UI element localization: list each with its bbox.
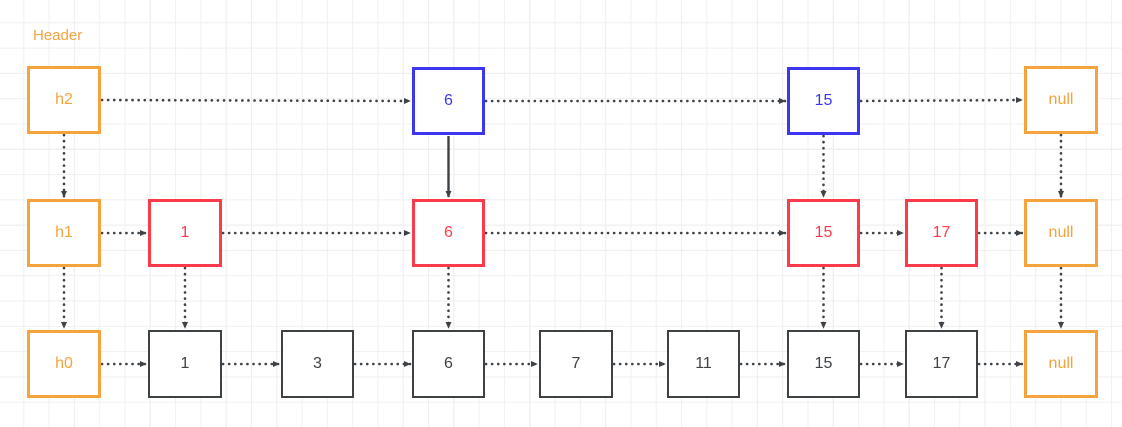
node-label: 7 (571, 355, 581, 372)
node-label: 6 (444, 355, 453, 372)
node-h0[interactable]: h0 (27, 330, 101, 398)
node-l0-6[interactable]: 6 (412, 330, 485, 398)
node-label: 15 (814, 92, 833, 109)
node-l0-17[interactable]: 17 (905, 330, 978, 398)
node-l1-17[interactable]: 17 (905, 199, 978, 267)
edge-l2-15-to-l2-null (859, 96, 1024, 104)
node-l1-null[interactable]: null (1024, 199, 1098, 267)
node-label: 11 (695, 355, 712, 372)
node-label: 3 (313, 355, 322, 372)
node-h2[interactable]: h2 (27, 66, 101, 134)
node-label: 17 (932, 224, 951, 241)
node-l1-15[interactable]: 15 (787, 199, 860, 267)
node-label: 6 (444, 92, 453, 109)
node-l1-6[interactable]: 6 (412, 199, 485, 267)
node-label: 1 (180, 224, 190, 241)
node-label: h1 (55, 224, 73, 241)
node-label: 15 (814, 224, 833, 241)
node-label: null (1048, 355, 1074, 372)
node-label: 17 (932, 355, 951, 372)
node-label: null (1048, 91, 1074, 108)
node-l0-1[interactable]: 1 (148, 330, 222, 398)
node-l0-11[interactable]: 11 (667, 330, 740, 398)
node-h1[interactable]: h1 (27, 199, 101, 267)
node-l0-15[interactable]: 15 (787, 330, 860, 398)
node-l0-null[interactable]: null (1024, 330, 1098, 398)
node-l2-15[interactable]: 15 (787, 67, 860, 135)
node-label: 6 (444, 224, 453, 241)
node-l2-null[interactable]: null (1024, 66, 1098, 134)
node-label: h0 (55, 355, 73, 372)
node-l0-3[interactable]: 3 (281, 330, 354, 398)
node-label: null (1048, 224, 1074, 241)
node-l0-7[interactable]: 7 (539, 330, 613, 398)
header-label: Header (33, 27, 83, 44)
node-l1-1[interactable]: 1 (148, 199, 222, 267)
edge-h2-to-l2-6 (100, 97, 412, 105)
node-label: h2 (55, 91, 73, 108)
node-l2-6[interactable]: 6 (412, 67, 485, 135)
node-label: 15 (814, 355, 833, 372)
node-label: 1 (180, 355, 190, 372)
